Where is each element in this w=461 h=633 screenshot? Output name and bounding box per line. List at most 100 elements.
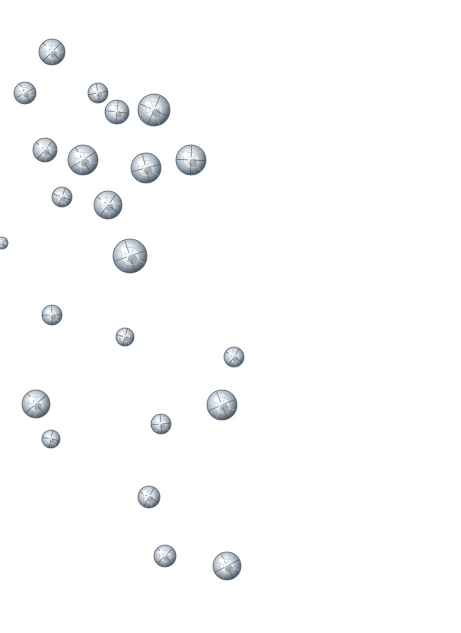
gem-facet-line	[92, 94, 98, 102]
gem-inner-shade	[106, 203, 115, 212]
gem	[48, 185, 76, 212]
gem-facet-line	[52, 433, 59, 439]
gem	[201, 386, 243, 427]
gem-facet-line	[42, 436, 50, 439]
gem-facet-line	[53, 43, 61, 51]
gem-highlight	[45, 45, 50, 50]
gem-highlight	[155, 418, 160, 423]
gem-facet-line	[143, 498, 149, 507]
gem-facet-line	[159, 414, 162, 423]
gem-facet-line	[235, 354, 244, 357]
gem-facet-line	[118, 113, 125, 122]
gem-facet-line	[227, 553, 232, 564]
gem-facet-line	[234, 358, 237, 367]
gem-facet-line	[99, 207, 107, 216]
gem-facet-line	[53, 316, 60, 322]
gem-facet-line	[161, 416, 168, 423]
gem-inner-shade	[220, 403, 229, 413]
gem-highlight	[46, 434, 50, 438]
gem-facet-line	[156, 104, 169, 110]
gem-facet-line	[192, 161, 201, 171]
gem	[10, 79, 40, 110]
gem-facet-line	[150, 497, 159, 503]
gem-facet-line	[130, 259, 136, 272]
gem-facet-line	[105, 191, 108, 203]
gem-facet-line	[105, 110, 115, 113]
gem-facet-line	[117, 337, 124, 342]
gem-facet-line	[228, 358, 234, 366]
gem-facet-line	[35, 390, 38, 402]
gem-facet-line	[0, 242, 1, 244]
gem-facet-line	[156, 110, 169, 117]
gem-facet-line	[166, 557, 173, 564]
gem-facet-line	[131, 241, 138, 254]
gem-facet-line	[110, 202, 122, 205]
gem-facet-line	[37, 395, 47, 403]
gem-facet-line	[214, 561, 225, 566]
gem-facet-line	[234, 348, 240, 356]
gem-facet-line	[51, 440, 57, 447]
gem-facet-line	[222, 568, 227, 579]
gem-facet-line	[108, 207, 111, 219]
gem-highlight	[100, 197, 106, 203]
gem-facet-line	[95, 83, 98, 92]
gem-facet-line	[15, 93, 24, 99]
gem-inner-shade	[50, 50, 58, 59]
gem-facet-line	[126, 337, 134, 340]
gem-facet-line	[119, 111, 129, 114]
gem-facet-line	[22, 402, 34, 405]
gem-facet-line	[138, 497, 147, 501]
gem-facet-line	[147, 112, 154, 125]
gem-inner-shade	[225, 564, 234, 573]
gem	[112, 326, 138, 351]
gem-facet-line	[0, 239, 2, 243]
gem	[147, 412, 175, 439]
gem-facet-line	[114, 256, 127, 262]
gem-facet-line	[116, 100, 119, 110]
gem-facet-line	[51, 430, 54, 438]
gem-facet-line	[139, 110, 152, 116]
gem-facet-line	[151, 493, 160, 497]
gem-facet-line	[44, 152, 47, 162]
gem-highlight	[46, 309, 51, 314]
gem-highlight	[28, 396, 34, 402]
gem-facet-line	[70, 161, 81, 168]
gem	[100, 97, 134, 130]
gem-facet-line	[222, 407, 228, 419]
gem-highlight	[183, 152, 189, 158]
gem-facet-line	[122, 258, 129, 271]
gem-facet-line	[125, 328, 128, 336]
gem-highlight	[120, 246, 128, 254]
gem-facet-line	[94, 205, 106, 208]
gem-inner-shade	[34, 402, 43, 411]
gem-facet-line	[115, 114, 118, 124]
gem-facet-line	[125, 338, 130, 345]
gem-facet-line	[69, 156, 81, 160]
gem-highlight	[143, 491, 148, 496]
gem-highlight	[228, 351, 233, 356]
gem-facet-line	[84, 162, 91, 173]
gem-facet-line	[214, 566, 225, 573]
gem-facet-line	[14, 89, 24, 93]
gem-facet-line	[52, 193, 61, 197]
gem-facet-line	[47, 148, 57, 151]
gem-facet-line	[99, 93, 107, 99]
gem-facet-line	[46, 141, 53, 149]
gem-inner-shade	[232, 356, 239, 362]
gem-facet-line	[45, 316, 51, 323]
gem-facet-line	[26, 93, 36, 97]
gem-facet-line	[3, 242, 8, 245]
gem-facet-line	[1, 237, 4, 242]
gem-highlight	[219, 558, 225, 564]
gem-facet-line	[34, 406, 37, 418]
gem	[170, 141, 212, 182]
gem-facet-line	[148, 169, 159, 176]
gem-facet-line	[149, 487, 155, 496]
gem-facet-line	[145, 486, 149, 495]
gem-facet-line	[116, 334, 124, 337]
gem-inner-shade	[96, 92, 103, 98]
gem-highlight	[0, 239, 1, 242]
gem-facet-line	[25, 94, 31, 103]
gem-highlight	[214, 397, 220, 403]
gem-facet-line	[63, 197, 72, 201]
